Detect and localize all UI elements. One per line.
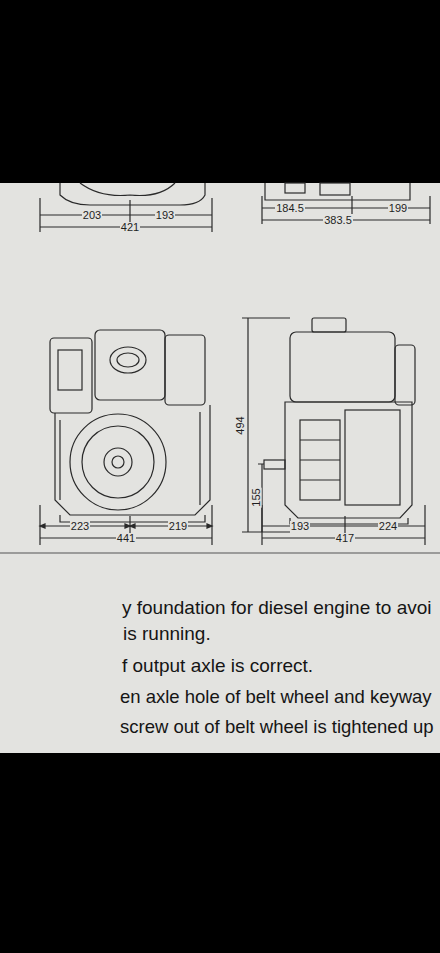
- dimension-label: 224: [378, 521, 398, 532]
- dimension-label: 494: [234, 415, 245, 435]
- dimension-label: 219: [168, 521, 188, 532]
- dimension-label: 421: [120, 222, 140, 233]
- manual-text-line: en axle hole of belt wheel and keyway: [120, 688, 432, 707]
- dimension-label: 184.5: [275, 203, 305, 214]
- dimension-label: 193: [290, 521, 310, 532]
- dimension-label: 193: [155, 210, 175, 221]
- manual-text-line: is running.: [123, 624, 211, 643]
- dimension-label: 155: [250, 487, 261, 507]
- dimension-label: 383.5: [323, 215, 353, 226]
- dimension-label: 203: [82, 210, 102, 221]
- manual-text-line: screw out of belt wheel is tightened up: [120, 718, 434, 737]
- dimension-label: 223: [70, 521, 90, 532]
- dimension-label: 417: [335, 533, 355, 544]
- dimension-label: 441: [116, 533, 136, 544]
- manual-text-line: f output axle is correct.: [122, 656, 313, 675]
- dimension-label: 199: [388, 203, 408, 214]
- manual-text-line: y foundation for diesel engine to avoi: [122, 598, 432, 617]
